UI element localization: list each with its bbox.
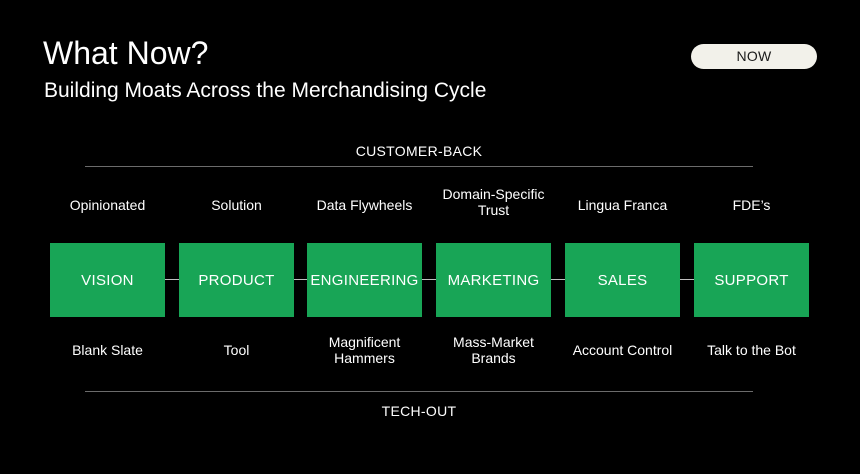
stage-then-label: Blank Slate: [72, 342, 143, 358]
stage-box-label: ENGINEERING: [310, 271, 419, 289]
stage-box-sales: SALES: [565, 243, 680, 317]
stage-sales: Lingua Franca SALES Account Control: [565, 197, 680, 358]
tech-out-label: TECH-OUT: [381, 403, 457, 419]
stage-box-product: PRODUCT: [179, 243, 294, 317]
stage-product: Solution PRODUCT Tool: [179, 197, 294, 358]
stage-box-marketing: MARKETING: [436, 243, 551, 317]
stage-marketing: Domain-Specific Trust MARKETING Mass-Mar…: [436, 186, 551, 366]
stage-box-vision: VISION: [50, 243, 165, 317]
top-divider: [85, 166, 753, 167]
bottom-divider: [85, 391, 753, 392]
stage-now-label: Opinionated: [69, 197, 146, 213]
stage-then-label: Talk to the Bot: [707, 342, 796, 358]
stage-connector-line: [107, 279, 751, 280]
stage-then-label: Account Control: [572, 342, 673, 358]
now-badge: NOW: [691, 44, 817, 69]
stage-then-label: Tool: [223, 342, 250, 358]
stage-then-label: Mass-Market Brands: [453, 334, 534, 366]
stage-now-label: Solution: [211, 197, 262, 213]
stage-vision: Opinionated VISION Blank Slate: [50, 197, 165, 358]
stage-box-label: SALES: [597, 271, 648, 289]
stage-then-label: Magnificent Hammers: [328, 334, 401, 366]
stage-support: FDE’s SUPPORT Talk to the Bot: [694, 197, 809, 358]
customer-back-label: CUSTOMER-BACK: [355, 143, 483, 159]
stage-box-label: PRODUCT: [198, 271, 275, 289]
stage-box-support: SUPPORT: [694, 243, 809, 317]
stage-engineering: Data Flywheels ENGINEERING Magnificent H…: [307, 197, 422, 366]
stage-box-label: SUPPORT: [714, 271, 789, 289]
stage-now-label: Lingua Franca: [577, 197, 668, 213]
stage-now-label: Data Flywheels: [316, 197, 413, 213]
stage-box-label: VISION: [81, 271, 134, 289]
page-title: What Now?: [43, 35, 209, 71]
page-subtitle: Building Moats Across the Merchandising …: [44, 79, 487, 102]
stage-box-engineering: ENGINEERING: [307, 243, 422, 317]
stage-box-label: MARKETING: [447, 271, 540, 289]
stage-now-label: Domain-Specific Trust: [442, 186, 545, 218]
stage-now-label: FDE’s: [732, 197, 771, 213]
